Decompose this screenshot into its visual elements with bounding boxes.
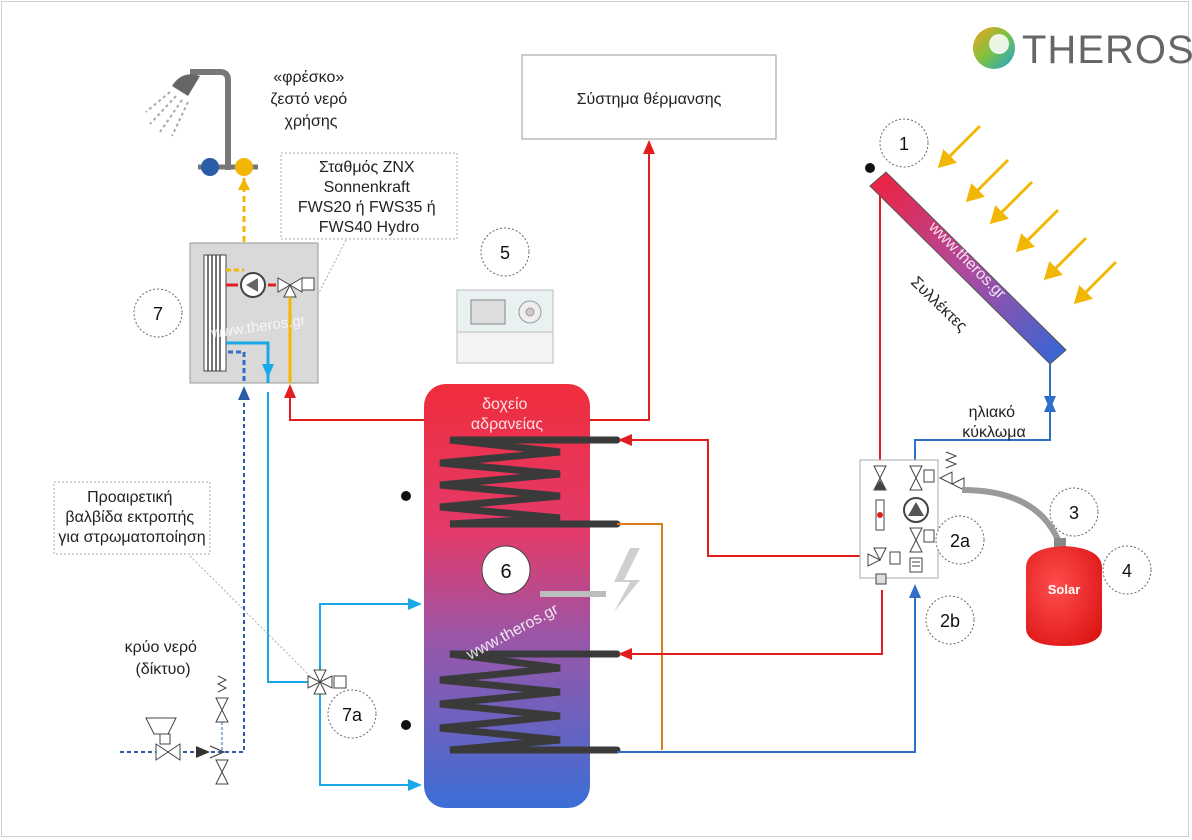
- diverter-label: Προαιρετική βαλβίδα εκτροπής για στρωματ…: [58, 489, 205, 546]
- solar-controller: [456, 289, 554, 364]
- collector-sensor-icon: [865, 163, 875, 173]
- shower-head-icon: [172, 74, 200, 96]
- heating-supply-pipe: [590, 148, 650, 421]
- solar-safety-valve-icon: [938, 471, 965, 491]
- svg-text:6: 6: [500, 561, 511, 583]
- callout-1: 1: [879, 118, 929, 168]
- vessel-body: [1026, 546, 1102, 646]
- diverter-note-box: [53, 481, 211, 555]
- solar-cold-return-pipe: [617, 594, 916, 753]
- cold-valve-icon: [201, 158, 219, 176]
- heating-system-box: [521, 54, 777, 140]
- cold-mains-pipe: [120, 400, 245, 753]
- svg-text:2b: 2b: [940, 611, 960, 631]
- controller-display-icon: [470, 299, 506, 325]
- station-label: Σταθμός ΖΝΧ Sonnenkraft FWS20 ή FWS35 ή …: [298, 159, 440, 236]
- expansion-vessel: Solar: [1026, 538, 1102, 646]
- water-spray-icon: [145, 91, 189, 137]
- callout-2a: 2a: [935, 515, 985, 565]
- shower-pipe: [190, 69, 231, 170]
- station-cold-return-pipe: [267, 392, 310, 683]
- fresh-water-station: www.theros.gr: [189, 242, 319, 384]
- sensor-upper-icon: [401, 491, 411, 501]
- svg-text:1: 1: [899, 134, 909, 154]
- hot-valve-icon: [235, 158, 253, 176]
- svg-text:7a: 7a: [342, 705, 363, 725]
- callout-7: 7: [133, 288, 183, 338]
- collectors-label: Συλλέκτες: [907, 274, 970, 336]
- callout-7a: 7a: [327, 689, 377, 739]
- lower-coil: [439, 650, 621, 754]
- cold-water-label: κρύο νερό (δίκτυο): [125, 639, 202, 678]
- station-supply-pipe: [289, 392, 424, 421]
- shower-label: «φρέσκο» ζεστό νερό χρήσης: [270, 69, 351, 130]
- solar-pump-group: [859, 451, 965, 585]
- callout-4: 4: [1102, 545, 1152, 595]
- svg-text:3: 3: [1069, 503, 1079, 523]
- expansion-hose: [961, 487, 1063, 547]
- solar-lower-hot-pipe: [630, 590, 883, 655]
- svg-text:4: 4: [1122, 561, 1132, 581]
- cold-inlet-fittings: [145, 675, 229, 785]
- collector-panel: [869, 171, 1067, 365]
- upper-coil: [439, 436, 621, 528]
- callout-5: 5: [480, 227, 530, 277]
- svg-text:5: 5: [500, 243, 510, 263]
- heating-system-label: Σύστημα θέρμανσης: [577, 91, 722, 108]
- drain-valve-icon: [215, 759, 229, 785]
- tank-label: δοχείο αδρανείας: [471, 396, 543, 433]
- logo-text: THEROS: [1022, 28, 1192, 72]
- coil-link-pipe: [617, 523, 663, 750]
- tank-bottom-inlet-pipe: [319, 692, 410, 786]
- solar-hot-pipe: [630, 439, 878, 557]
- check-valve-icon: [196, 746, 210, 758]
- callout-3: 3: [1049, 487, 1099, 537]
- station-note-box: [280, 152, 458, 240]
- electric-bolt-icon: [614, 548, 640, 612]
- safety-valve-icon: [215, 697, 229, 723]
- tank-mid-inlet-pipe: [319, 603, 410, 672]
- svg-text:2a: 2a: [950, 531, 971, 551]
- callout-6: 6: [481, 545, 531, 595]
- svg-text:7: 7: [153, 304, 163, 324]
- diverter-valve-icon: [307, 669, 347, 695]
- buffer-tank: δοχείο αδρανείας www.theros.gr: [424, 384, 621, 808]
- pressure-reducer-icon: [155, 743, 181, 761]
- drain-fitting-icon: [875, 573, 887, 585]
- sun-rays-icon: [937, 124, 1118, 305]
- sensor-lower-icon: [401, 720, 411, 730]
- theros-logo: THEROS: [973, 27, 1192, 72]
- shower-fixture: [145, 69, 258, 176]
- solar-circuit-label: ηλιακό κύκλωμα: [962, 404, 1025, 441]
- vessel-label: Solar: [1048, 582, 1081, 597]
- callout-2b: 2b: [925, 595, 975, 645]
